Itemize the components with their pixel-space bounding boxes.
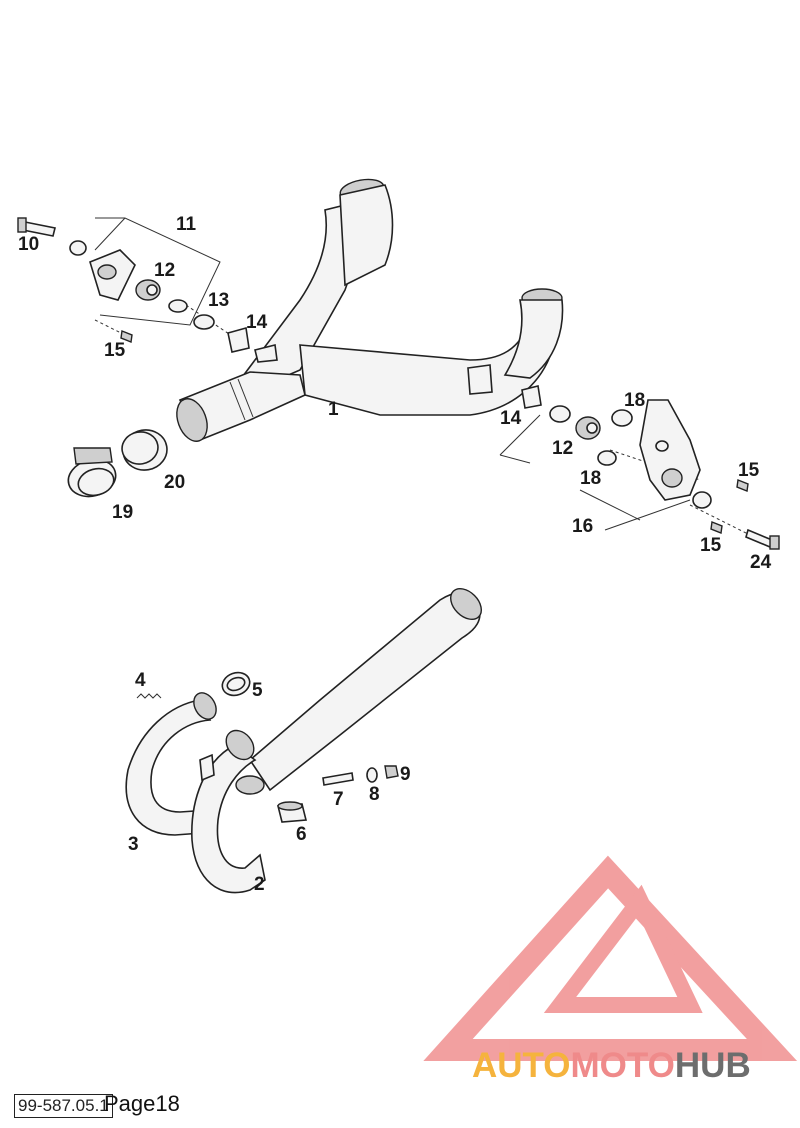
callout-2: 2 xyxy=(254,874,265,895)
document-reference: 99-587.05.1 xyxy=(14,1094,113,1118)
callout-20: 20 xyxy=(164,472,185,493)
callout-19: 19 xyxy=(112,502,133,523)
brand-part-moto: MOTO xyxy=(570,1046,675,1085)
watermark-logo-triangle xyxy=(423,855,798,1061)
callout-10: 10 xyxy=(18,234,39,255)
callout-11: 11 xyxy=(176,214,197,235)
watermark-brand-text: AUTOMOTOHUB xyxy=(472,1046,751,1086)
left-bracket-group xyxy=(17,217,250,353)
callout-4: 4 xyxy=(135,670,146,691)
callout-7: 7 xyxy=(333,789,344,810)
y-pipe-part-1 xyxy=(176,178,564,442)
callout-5: 5 xyxy=(252,680,263,701)
callout-14-right: 14 xyxy=(500,408,522,429)
callout-8: 8 xyxy=(369,784,380,805)
callout-6: 6 xyxy=(296,824,307,845)
callout-1: 1 xyxy=(328,399,339,420)
callout-15-right-upper: 15 xyxy=(738,460,760,481)
right-bracket-group xyxy=(499,385,780,550)
callout-14-left: 14 xyxy=(246,312,268,333)
header-pipes xyxy=(125,588,482,894)
callout-13: 13 xyxy=(208,290,229,311)
callout-12-left: 12 xyxy=(154,260,175,281)
callout-15-left: 15 xyxy=(104,340,126,361)
callout-12-right: 12 xyxy=(552,438,573,459)
callout-3: 3 xyxy=(128,834,139,855)
callout-16: 16 xyxy=(572,516,593,537)
clamp-and-sleeve xyxy=(67,429,168,498)
page-number: Page18 xyxy=(104,1091,180,1116)
callout-labels: 1 2 3 4 5 6 7 8 9 10 11 12 12 13 14 14 1… xyxy=(18,214,772,895)
callout-18-upper: 18 xyxy=(624,390,645,411)
callout-15-right-lower: 15 xyxy=(700,535,722,556)
callout-18-lower: 18 xyxy=(580,468,601,489)
small-parts xyxy=(136,671,399,823)
brand-part-hub: HUB xyxy=(674,1046,751,1085)
callout-9: 9 xyxy=(400,764,411,785)
brand-part-auto: AUTO xyxy=(472,1046,571,1085)
callout-24: 24 xyxy=(750,552,772,573)
